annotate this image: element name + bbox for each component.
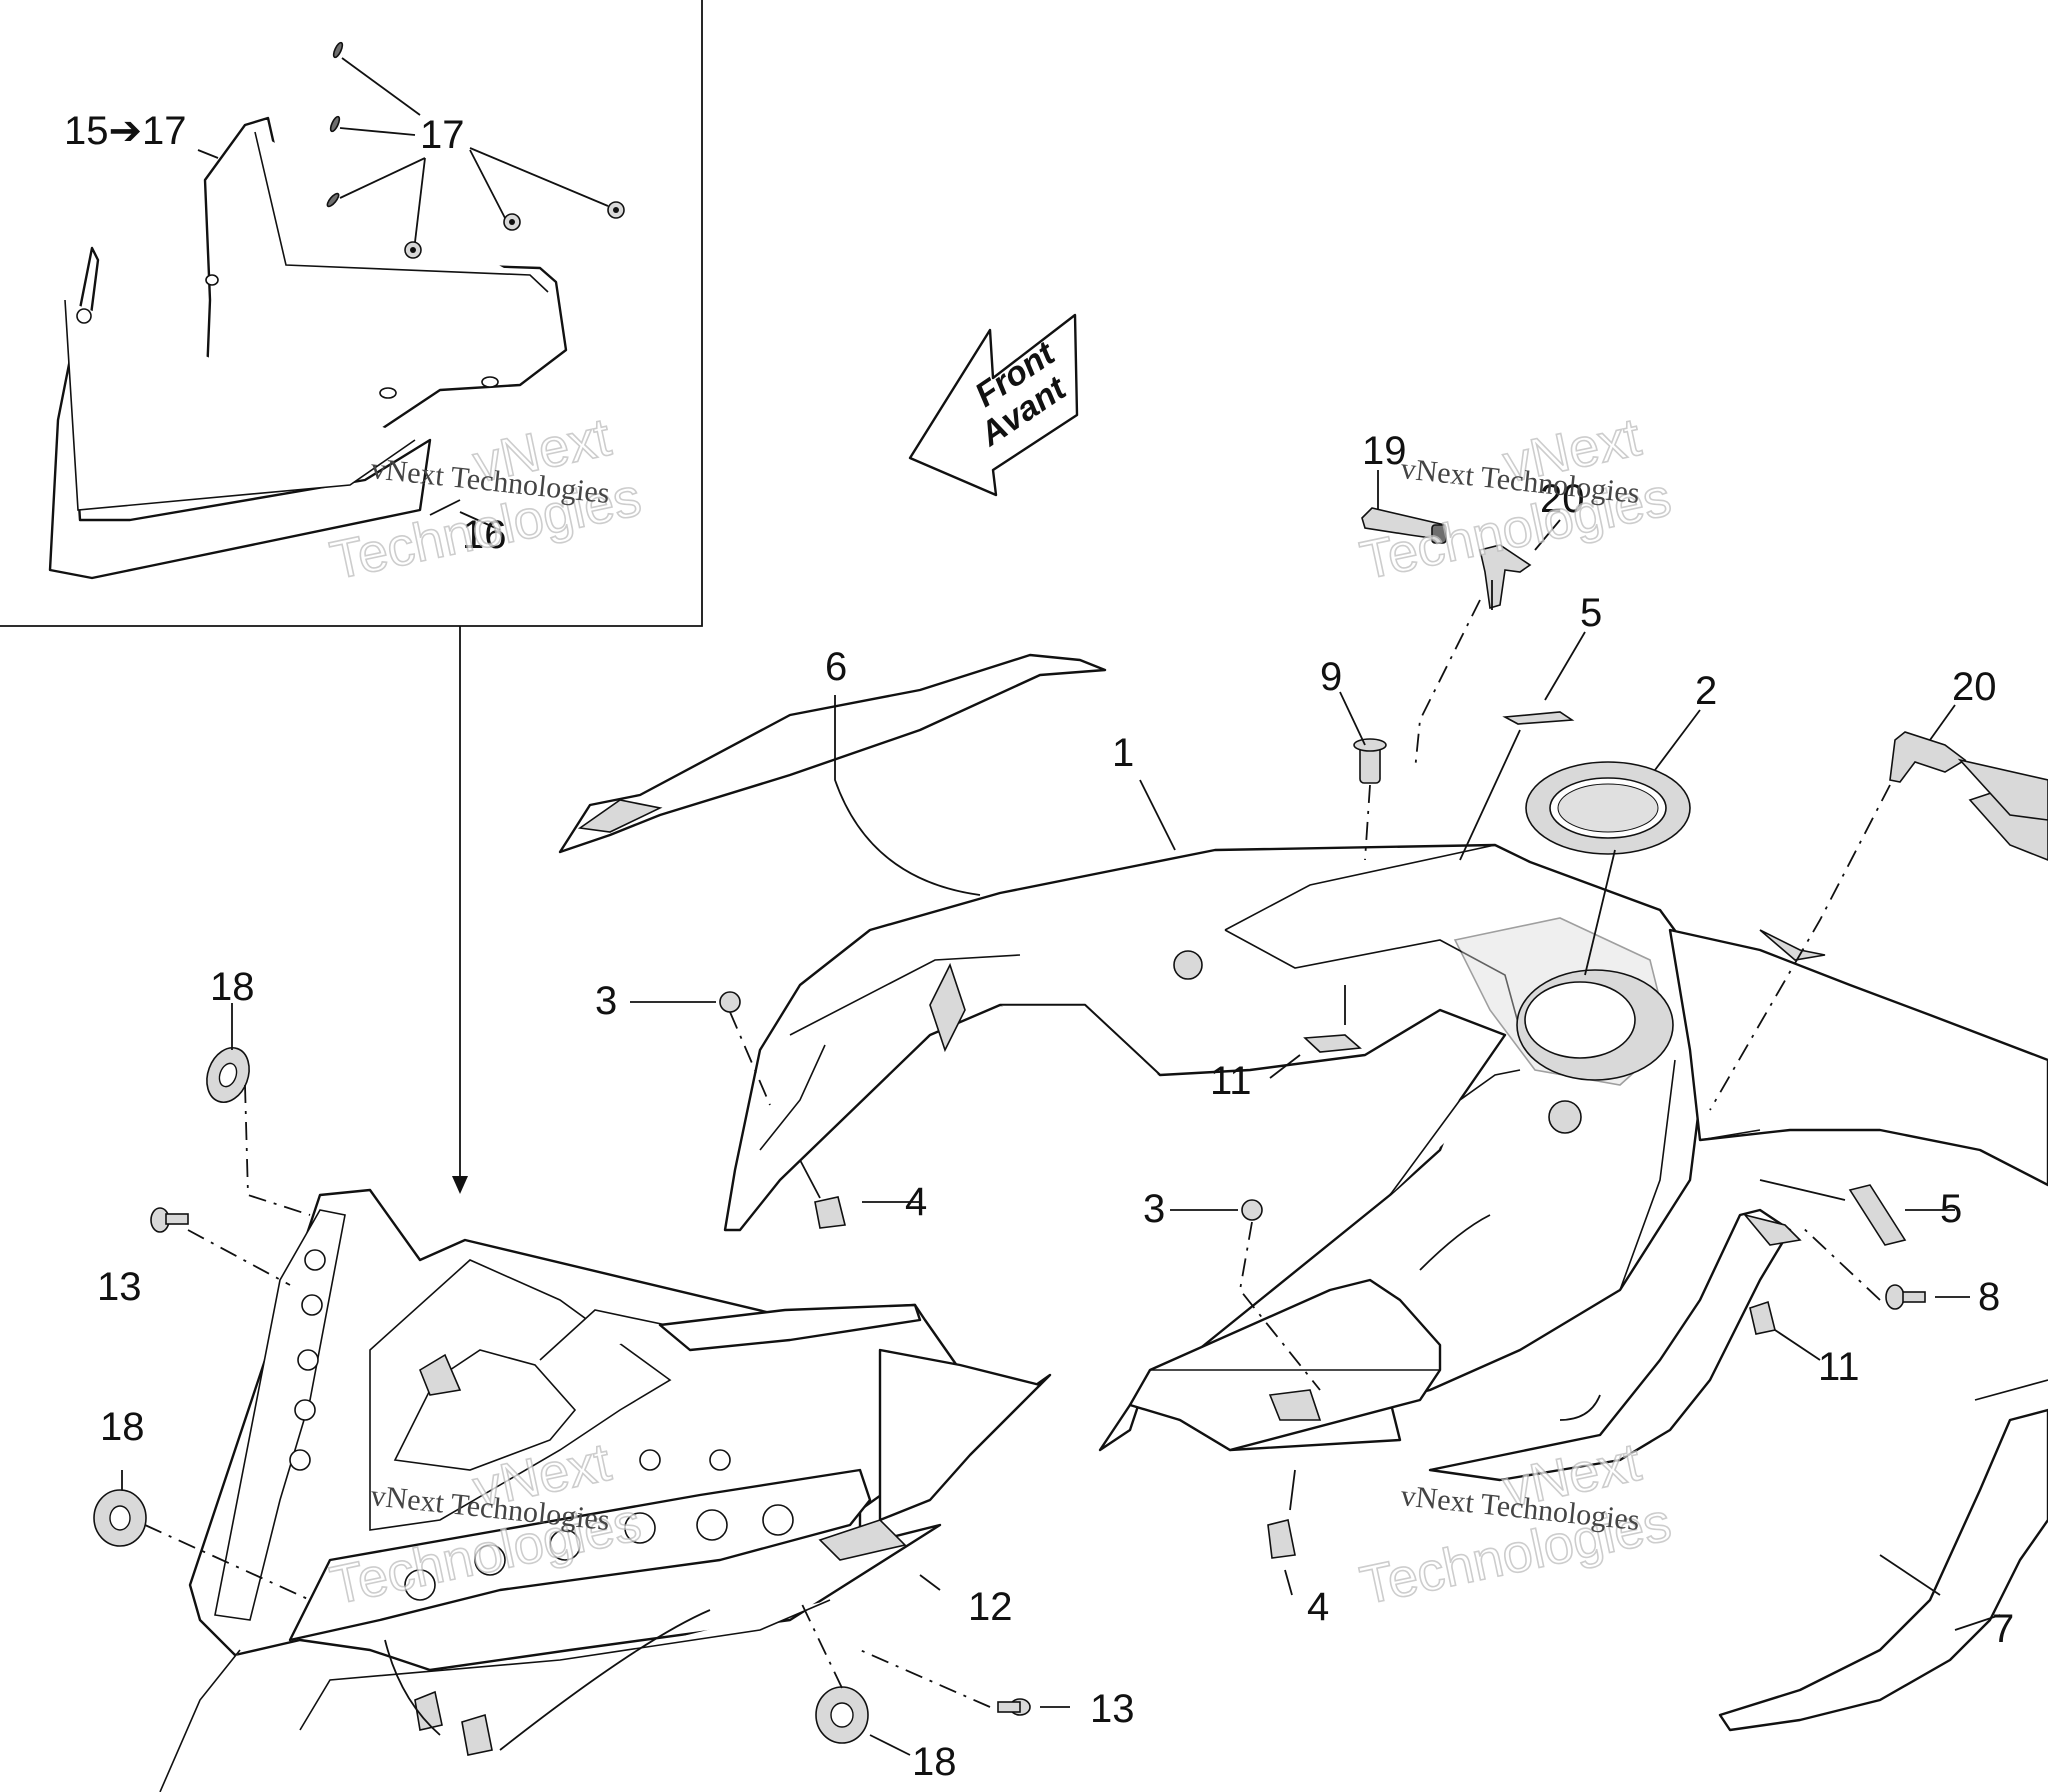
callout-20b: 20	[1952, 665, 1997, 709]
callout-18c: 18	[912, 1740, 957, 1784]
right-side-panel	[1668, 779, 2048, 1187]
callout-labels: 15➔17 17 16 19 20 5 20 2 9 6 1 18 3 11 4…	[64, 109, 2014, 1784]
inset-panel	[0, 0, 703, 1194]
strip-5a	[1502, 711, 1575, 725]
callout-9: 9	[1320, 655, 1342, 699]
grommet-18a	[206, 1047, 250, 1103]
callout-8: 8	[1978, 1275, 2000, 1319]
callout-11a: 11	[1210, 1059, 1252, 1103]
callout-3a: 3	[595, 979, 617, 1023]
screw-3b	[1241, 1199, 1263, 1221]
strip-5b	[1848, 1184, 1907, 1246]
callout-12: 12	[968, 1585, 1013, 1629]
callout-6: 6	[825, 645, 847, 689]
callout-2: 2	[1695, 669, 1717, 713]
side-panel-strip-6	[558, 653, 1107, 854]
callout-5b: 5	[1940, 1187, 1962, 1231]
knee-pad-bracket	[1428, 1208, 1802, 1482]
callout-19: 19	[1362, 429, 1407, 473]
callout-16: 16	[462, 513, 507, 557]
callout-3b: 3	[1143, 1187, 1165, 1231]
clip-bottom-a	[414, 1690, 443, 1731]
main-body-panel	[723, 843, 1707, 1452]
fastener-17c	[326, 192, 340, 208]
nut-11b	[1749, 1300, 1776, 1335]
callout-17: 17	[420, 113, 465, 157]
bolt-20b	[1889, 731, 1967, 783]
leader-lines	[121, 470, 2001, 1756]
grommet-18b	[93, 1489, 147, 1547]
grommet-18c	[815, 1686, 869, 1744]
callout-4a: 4	[905, 1180, 927, 1224]
callout-1: 1	[1112, 731, 1134, 775]
callout-18a: 18	[210, 965, 255, 1009]
callout-18b: 18	[100, 1405, 145, 1449]
bolt-8	[1885, 1284, 1905, 1310]
clip-4a	[814, 1196, 846, 1229]
callout-20a: 20	[1540, 477, 1585, 521]
fastener-17a	[332, 41, 344, 59]
fastener-17b	[329, 115, 341, 133]
callout-4b: 4	[1307, 1585, 1329, 1629]
callout-13b: 13	[1090, 1687, 1135, 1731]
clip-bottom-b	[461, 1713, 493, 1756]
clip-4b	[1267, 1519, 1296, 1559]
nut-11a	[1303, 1034, 1362, 1053]
screw-3a	[719, 991, 741, 1013]
callout-11b: 11	[1818, 1345, 1860, 1389]
callout-inset-label: 15➔17	[64, 109, 187, 153]
callout-13a: 13	[97, 1265, 142, 1309]
hardware	[93, 507, 2048, 1756]
callout-5a: 5	[1580, 591, 1602, 635]
front-direction-arrow: Front Avant	[908, 313, 1079, 497]
callout-7: 7	[1992, 1607, 2014, 1651]
lower-trim-panel-7	[1718, 1379, 2048, 1732]
